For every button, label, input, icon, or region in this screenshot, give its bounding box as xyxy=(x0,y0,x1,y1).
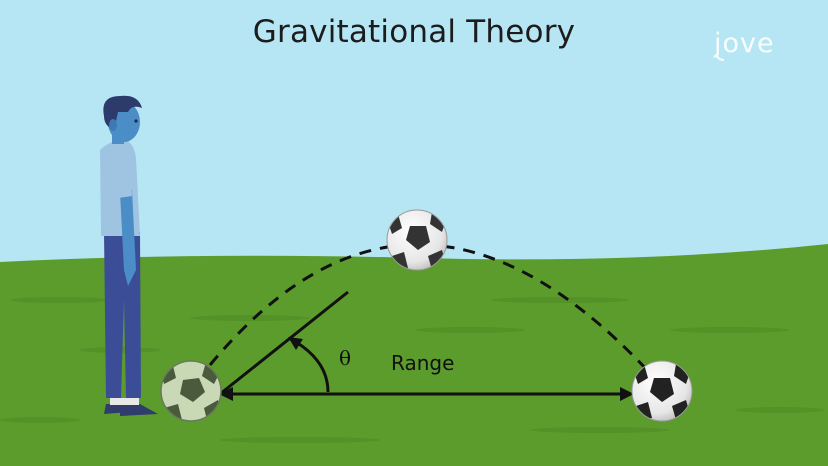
angle-label: θ xyxy=(339,346,352,370)
grass-texture xyxy=(0,297,825,443)
soccer-ball-icon xyxy=(386,209,448,271)
range-label: Range xyxy=(391,351,455,375)
launch-vector xyxy=(219,290,349,396)
range-arrow-right xyxy=(620,387,634,401)
angle-arc xyxy=(295,340,330,393)
soccer-ball-icon xyxy=(631,360,693,422)
logo-accent xyxy=(715,53,725,61)
jove-logo: jove xyxy=(714,28,775,59)
range-arrow-left xyxy=(219,387,233,401)
page-title: Gravitational Theory xyxy=(252,14,576,50)
person-figure xyxy=(100,95,158,416)
angle-arrowhead xyxy=(288,337,303,350)
